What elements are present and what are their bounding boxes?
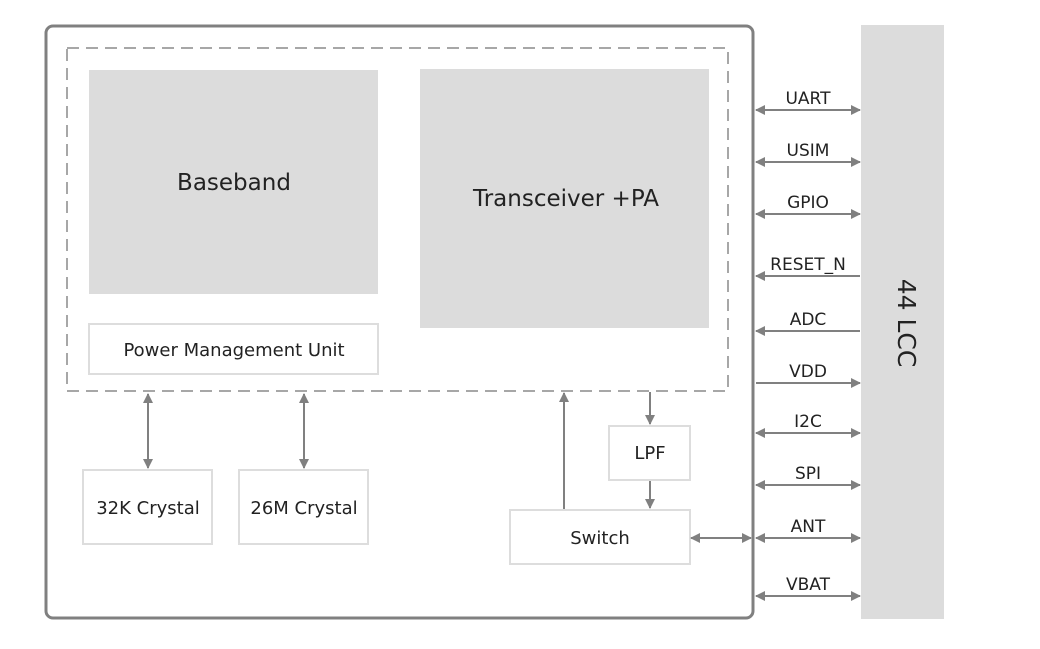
signal-uart: UART bbox=[755, 89, 861, 115]
transceiver-label: Transceiver +PA bbox=[472, 186, 659, 212]
crystal-32k-label: 32K Crystal bbox=[96, 498, 200, 519]
signal-label: SPI bbox=[795, 464, 821, 484]
signal-label: ADC bbox=[790, 310, 827, 330]
signal-vdd: VDD bbox=[756, 362, 861, 388]
signal-vbat: VBAT bbox=[755, 575, 861, 601]
signal-reset-n: RESET_N bbox=[755, 255, 860, 281]
signal-label: USIM bbox=[787, 141, 830, 161]
signal-ant: ANT bbox=[755, 517, 861, 543]
crystal-26m-block: 26M Crystal bbox=[238, 469, 369, 545]
baseband-label: Baseband bbox=[177, 170, 291, 196]
module-outline bbox=[44, 24, 755, 620]
signal-spi: SPI bbox=[755, 464, 861, 490]
signal-label: ANT bbox=[791, 517, 826, 537]
switch-block: Switch bbox=[509, 509, 691, 565]
signal-label: I2C bbox=[794, 412, 822, 432]
crystal-26m-label: 26M Crystal bbox=[250, 498, 357, 519]
pmu-label: Power Management Unit bbox=[123, 340, 344, 361]
transceiver-block: Transceiver +PA bbox=[420, 69, 709, 328]
signal-gpio: GPIO bbox=[755, 193, 861, 219]
switch-label: Switch bbox=[570, 528, 630, 549]
signal-label: UART bbox=[785, 89, 831, 109]
lcc-package-block: 44 LCC bbox=[861, 25, 944, 619]
lpf-block: LPF bbox=[608, 425, 691, 481]
signal-adc: ADC bbox=[755, 310, 860, 336]
lpf-label: LPF bbox=[634, 443, 665, 464]
signal-label: RESET_N bbox=[770, 255, 846, 275]
signal-arrows: UART USIM GPIO RESET_N ADC VDD I2C SPI ANT VBAT bbox=[755, 89, 861, 601]
crystal-32k-block: 32K Crystal bbox=[82, 469, 213, 545]
pmu-block: Power Management Unit bbox=[88, 323, 379, 375]
lcc-package-label: 44 LCC bbox=[892, 279, 921, 368]
signal-label: GPIO bbox=[787, 193, 829, 213]
signal-usim: USIM bbox=[755, 141, 861, 167]
signal-i2c: I2C bbox=[755, 412, 861, 438]
signal-label: VBAT bbox=[786, 575, 831, 595]
signal-label: VDD bbox=[789, 362, 827, 382]
chip-boundary bbox=[66, 47, 729, 392]
baseband-block: Baseband bbox=[89, 70, 378, 294]
